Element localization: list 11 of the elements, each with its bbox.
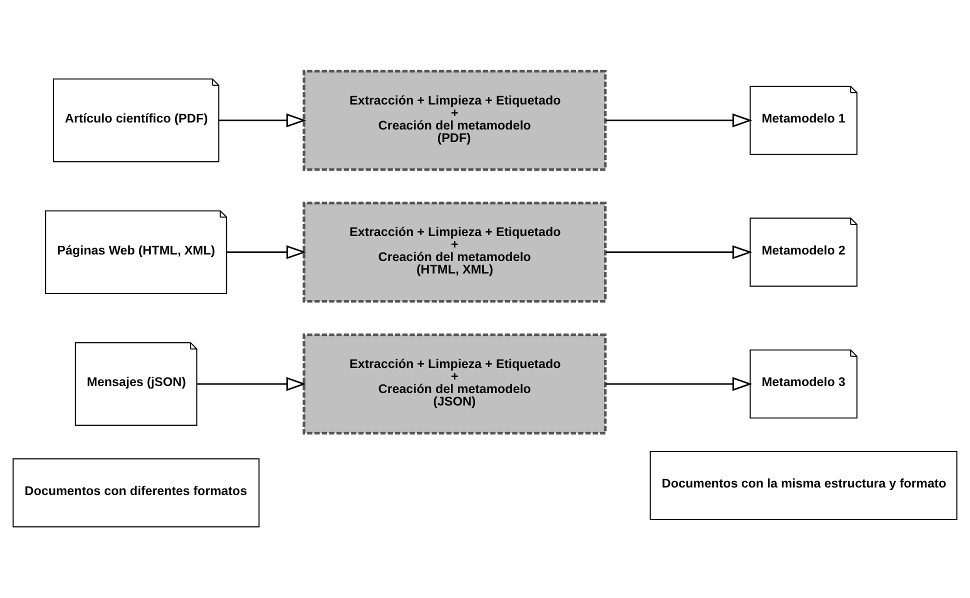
node-box: Documentos con la misma estructura y formato [650, 450, 958, 520]
node-box: Documentos con diferentes formatos [12, 458, 260, 528]
node-box: Extracción + Limpieza + Etiquetado + Creación del metamodelo (HTML, XML) [302, 202, 607, 303]
arrow [606, 377, 752, 391]
arrow [606, 245, 752, 260]
node-box: Extracción + Limpieza + Etiquetado + Creación del metamodelo (PDF) [302, 70, 607, 171]
node-box: Extracción + Limpieza + Etiquetado + Creación del metamodelo (JSON) [302, 334, 607, 434]
arrow [226, 245, 306, 260]
arrow [219, 113, 306, 128]
arrow [197, 377, 306, 391]
arrow [606, 113, 752, 128]
